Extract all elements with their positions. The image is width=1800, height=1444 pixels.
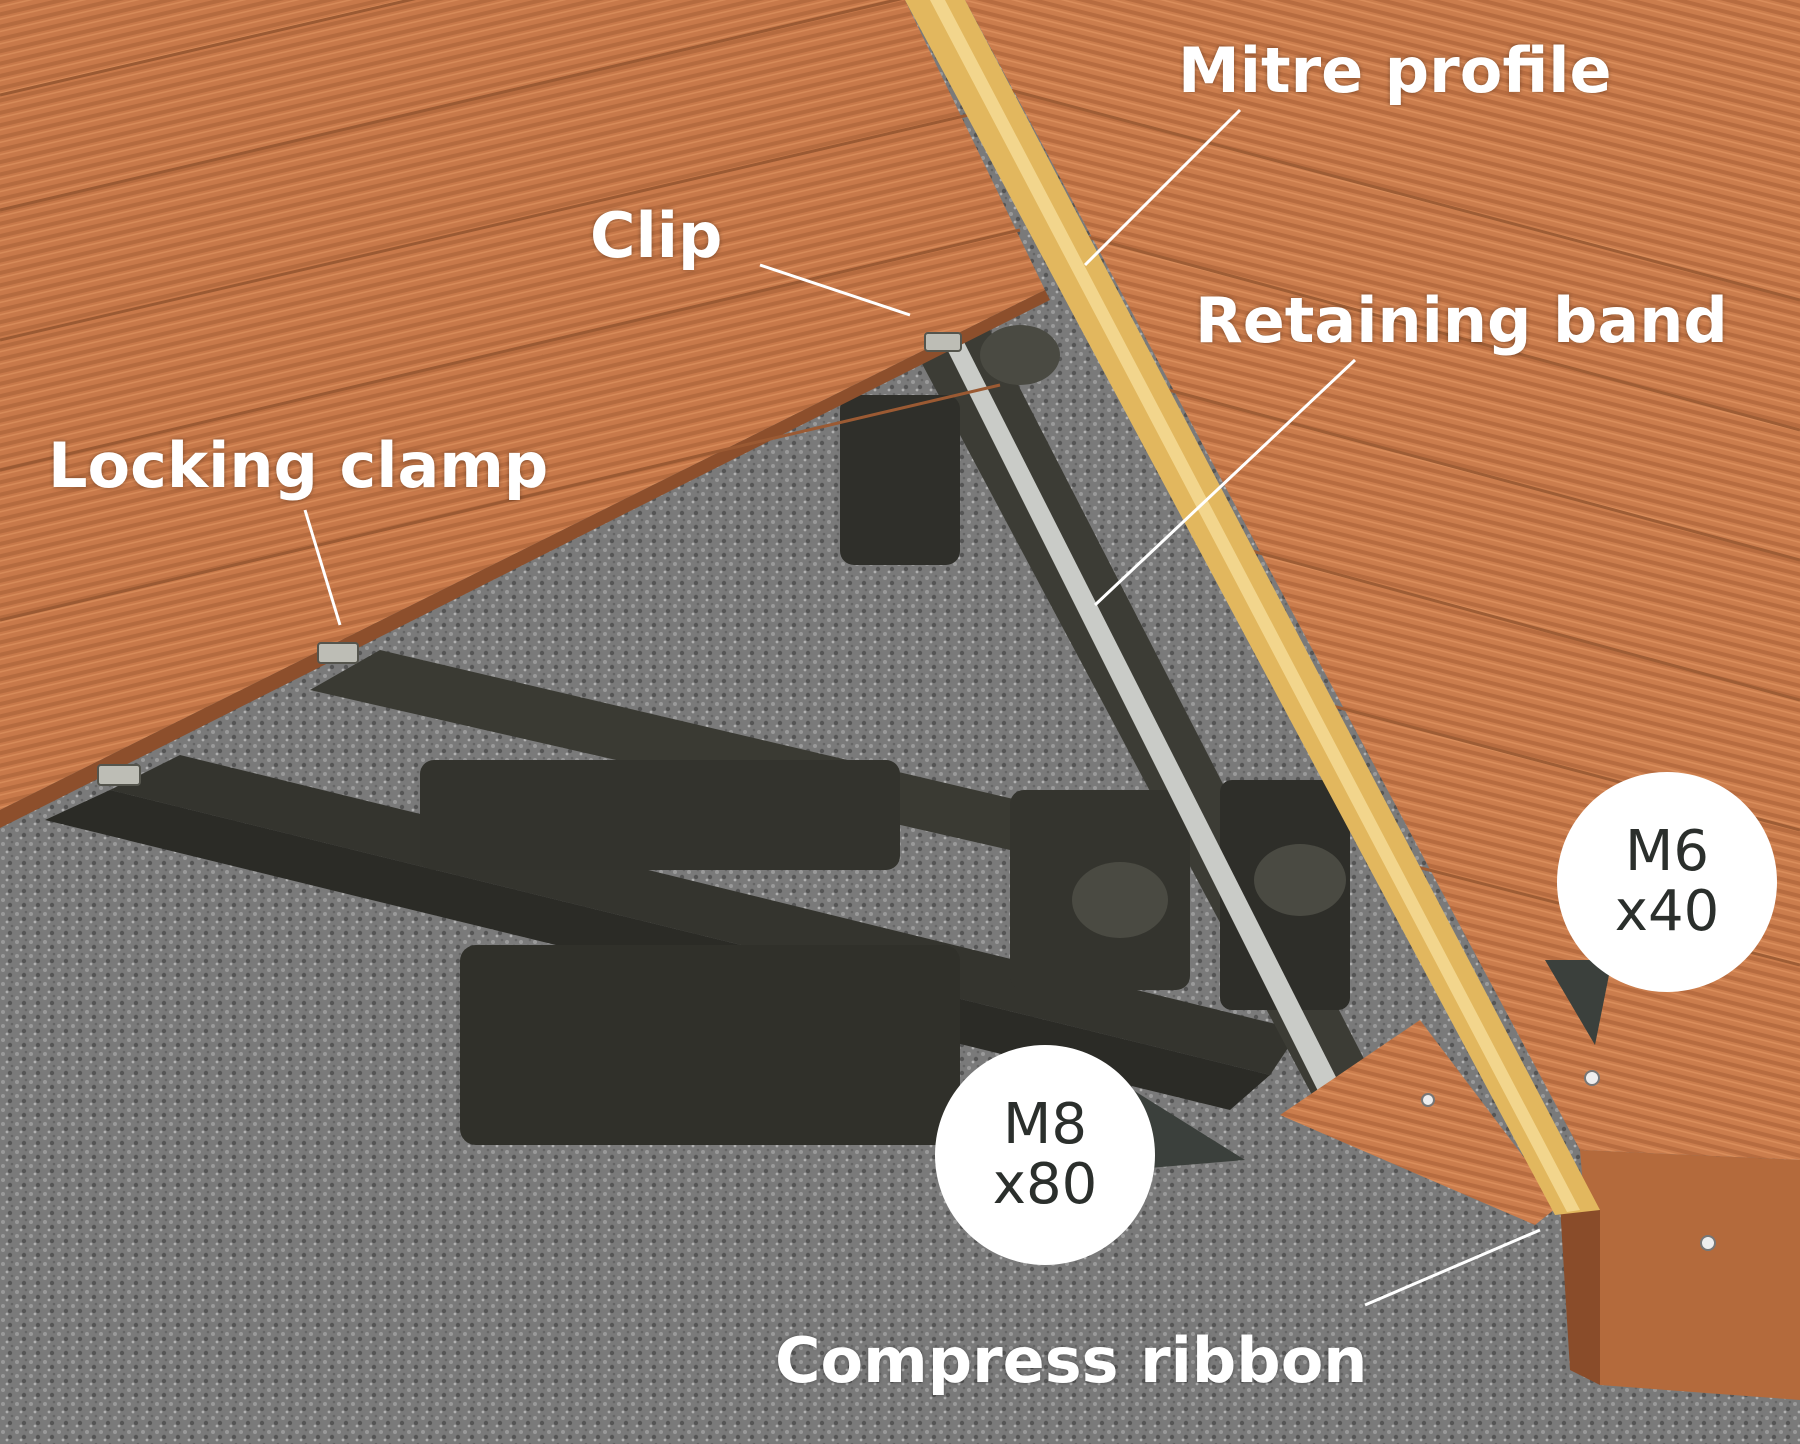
screw-icon — [1421, 1093, 1435, 1107]
badge-m6-line2: x40 — [1614, 879, 1720, 945]
retaining-band — [945, 338, 1340, 1095]
badge-m8-text: M8 x80 — [955, 1092, 1135, 1218]
badge-m6 — [1545, 772, 1777, 1045]
label-mitre-profile: Mitre profile — [1178, 34, 1612, 107]
badge-m8-line2: x80 — [992, 1152, 1098, 1218]
leader-mitre-profile — [1083, 108, 1242, 267]
front-board — [1280, 1020, 1560, 1225]
badge-m6-line1: M6 — [1625, 819, 1709, 884]
leader-lines — [303, 108, 1541, 1307]
clip-icon — [924, 332, 962, 352]
badge-m8 — [935, 1045, 1245, 1265]
label-locking-clamp: Locking clamp — [48, 429, 549, 502]
badge-m6-text: M6 x40 — [1577, 819, 1757, 945]
leader-clip — [759, 263, 911, 317]
locking-clamp-icon — [97, 764, 141, 786]
leader-compress-ribbon — [1364, 1228, 1541, 1307]
locking-clamp-icon — [317, 642, 359, 664]
fascia-board — [1580, 1150, 1800, 1400]
leader-locking-clamp — [303, 509, 342, 626]
label-retaining-band: Retaining band — [1195, 284, 1728, 357]
label-clip: Clip — [590, 199, 723, 272]
label-compress-ribbon: Compress ribbon — [775, 1324, 1368, 1397]
left-deck-boards — [0, 0, 1045, 810]
pedestal-supports — [420, 325, 1350, 1145]
leader-retaining-band — [1093, 358, 1357, 607]
badge-m8-line1: M8 — [1003, 1092, 1087, 1157]
screw-icon — [1584, 1070, 1600, 1086]
screw-icon — [1700, 1235, 1716, 1251]
